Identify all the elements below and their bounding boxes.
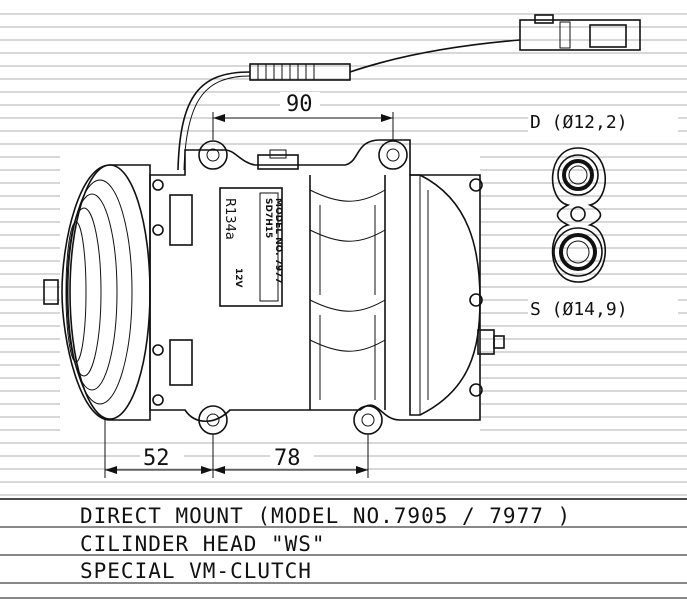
dimension-bottom-label: 78 xyxy=(274,446,301,471)
plate-refrigerant: R134a xyxy=(222,198,237,240)
dimension-left-label: 52 xyxy=(143,446,170,471)
notes-panel: DIRECT MOUNT (MODEL NO.7905 / 7977 ) CIL… xyxy=(0,498,687,600)
discharge-port-label: D (Ø12,2) xyxy=(530,112,628,133)
dimension-top: 90 xyxy=(212,92,394,140)
plate-voltage: 12V xyxy=(233,268,243,288)
dimension-top-label: 90 xyxy=(286,92,313,117)
mounting-ears xyxy=(198,140,408,435)
note-cylinder-head: CILINDER HEAD "WS" xyxy=(80,532,326,556)
suction-port-label: S (Ø14,9) xyxy=(530,299,628,320)
clutch-pulley xyxy=(43,164,151,421)
note-clutch: SPECIAL VM-CLUTCH xyxy=(80,559,312,583)
name-plate: SD7H15 MODEL NO. 7977 R134a 12V xyxy=(219,187,283,307)
plate-model-line1: SD7H15 xyxy=(263,198,273,238)
dimension-bottom: 52 78 xyxy=(104,420,369,478)
port-seals: D (Ø12,2) S (Ø14,9) xyxy=(528,108,678,320)
plate-model-line2: MODEL NO. 7977 xyxy=(273,198,283,284)
note-direct-mount: DIRECT MOUNT (MODEL NO.7905 / 7977 ) xyxy=(80,504,571,528)
compressor-housing xyxy=(149,139,505,423)
electrical-connector xyxy=(177,14,641,171)
